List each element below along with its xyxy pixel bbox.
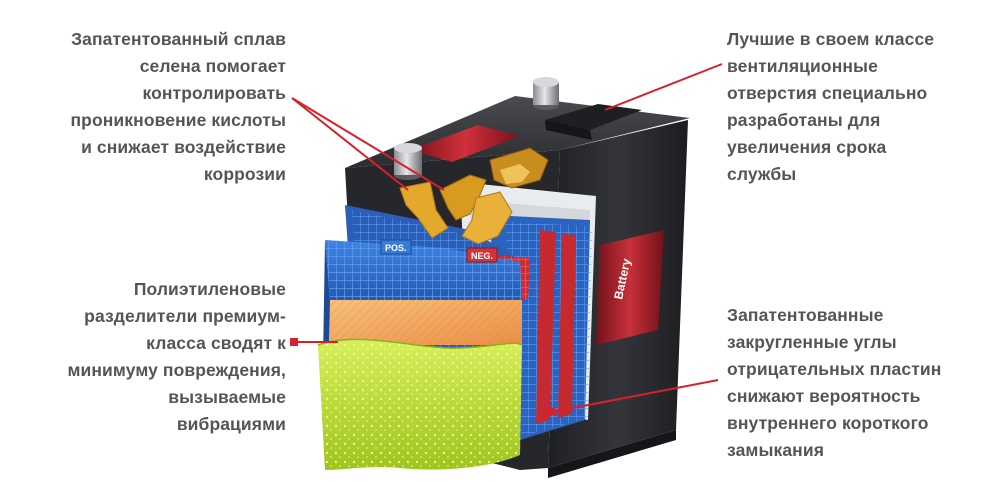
leader-line-corners — [551, 379, 719, 413]
caption-line: Полиэтиленовые — [133, 279, 286, 299]
caption-line: снижают вероятность — [727, 386, 921, 406]
leader-dot-corners — [548, 408, 555, 415]
leader-line-alloy-1 — [291, 97, 409, 191]
negative-plate-tab: NEG. — [466, 247, 498, 263]
caption-line: минимуму повреждения, — [67, 360, 286, 380]
caption-line: закругленные углы — [727, 332, 897, 352]
case-brand-label — [596, 230, 664, 345]
leader-line-vents — [604, 63, 723, 111]
caption-line: Запатентованный сплав — [71, 29, 286, 49]
caption-vent-holes: Лучшие в своем классе вентиляционные отв… — [727, 26, 977, 188]
caption-line: отверстия специально — [727, 83, 928, 103]
caption-line: класса сводят к — [146, 333, 286, 353]
rear-terminal-post — [533, 77, 559, 110]
caption-line: и снижает воздействие — [81, 137, 286, 157]
caption-line: селена помогает — [139, 56, 286, 76]
caption-line: увеличения срока — [727, 137, 887, 157]
caption-selenium-alloy: Запатентованный сплав селена помогает ко… — [26, 26, 286, 188]
caption-line: вибрациями — [176, 414, 286, 434]
caption-polyethylene-separators: Полиэтиленовые разделители премиум- клас… — [26, 276, 286, 438]
leader-lines — [291, 63, 723, 413]
caption-line: коррозии — [203, 164, 286, 184]
polyethylene-separator — [330, 300, 522, 345]
caption-line: вентиляционные — [727, 56, 878, 76]
caption-rounded-corners: Запатентованные закругленные углы отрица… — [727, 302, 977, 464]
leader-dot-separators — [290, 338, 298, 346]
caption-line: контролировать — [142, 83, 286, 103]
caption-line: вызываемые — [168, 387, 286, 407]
caption-line: замыкания — [727, 440, 825, 460]
caption-line: разделители премиум- — [84, 306, 286, 326]
terminal-straps — [399, 147, 549, 245]
electrolyte-plate — [317, 338, 523, 470]
caption-line: отрицательных пластин — [727, 359, 942, 379]
caption-line: Запатентованные — [727, 305, 884, 325]
caption-line: внутреннего короткого — [727, 413, 929, 433]
negative-plate-label: NEG. — [471, 251, 493, 261]
caption-line: Лучшие в своем классе — [727, 29, 935, 49]
caption-line: проникновение кислоты — [70, 110, 286, 130]
positive-plate-tab: POS. — [380, 239, 412, 255]
positive-plate-label: POS. — [385, 243, 407, 253]
leader-endpoints — [290, 338, 555, 415]
caption-line: разработаны для — [727, 110, 881, 130]
caption-line: службы — [727, 164, 797, 184]
leader-line-alloy-2 — [291, 97, 445, 191]
